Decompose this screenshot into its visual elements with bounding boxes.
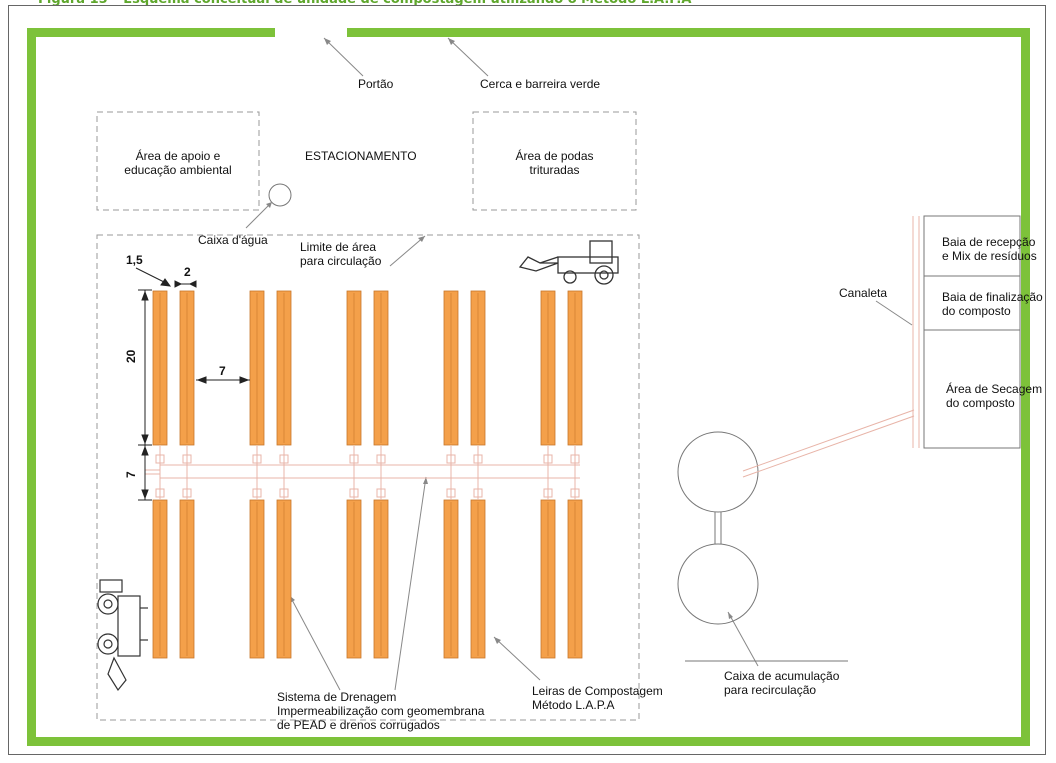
dim-2-label: 2 xyxy=(184,265,191,279)
drainage-system xyxy=(145,464,580,479)
fence-label: Cerca e barreira verde xyxy=(480,77,601,91)
outer-frame xyxy=(8,5,1046,755)
tractor-icon xyxy=(518,240,619,285)
dim-20-label: 20 xyxy=(124,349,138,363)
prunings-area-box xyxy=(472,111,637,211)
drainage-label: Sistema de Drenagem Impermeabilização co… xyxy=(277,690,485,732)
windrows-label: Leiras de Compostagem Método L.A.P.A xyxy=(532,684,663,712)
prunings-area-label: Área de podas trituradas xyxy=(515,149,594,177)
support-area-label: Área de apoio e educação ambiental xyxy=(124,149,232,177)
dim-7-horizontal-label: 7 xyxy=(219,364,226,378)
figure-title: Figura 15 – Esquema conceitual de unidad… xyxy=(38,0,1018,8)
parking-label: ESTACIONAMENTO xyxy=(305,149,417,163)
circulation-limit-label: Limite de área para circulação xyxy=(300,240,382,268)
windrows xyxy=(152,290,583,659)
dim-7-vertical-label: 7 xyxy=(124,471,138,478)
reception-bay-label: Baia de recepção e Mix de resíduos xyxy=(942,235,1037,263)
right-bays xyxy=(923,215,1021,449)
dim-1-5-label: 1,5 xyxy=(126,253,143,267)
channel-pipe xyxy=(742,216,920,478)
green-fence xyxy=(27,28,1030,746)
accumulation-tank-label: Caixa de acumulação para recirculação xyxy=(724,669,840,697)
accumulation-tanks xyxy=(677,431,848,662)
finishing-bay-label: Baia de finalização do composto xyxy=(942,290,1043,318)
support-area-box xyxy=(96,111,260,211)
circulation-limit-box xyxy=(96,234,640,721)
gate-label: Portão xyxy=(358,77,394,91)
drying-area-label: Área de Secagem do composto xyxy=(946,382,1043,410)
windrow-turner-icon xyxy=(97,579,148,692)
water-tank xyxy=(268,183,292,207)
water-tank-label: Caixa d'água xyxy=(198,233,268,247)
channel-label: Canaleta xyxy=(839,286,888,300)
dimensions xyxy=(135,267,250,501)
